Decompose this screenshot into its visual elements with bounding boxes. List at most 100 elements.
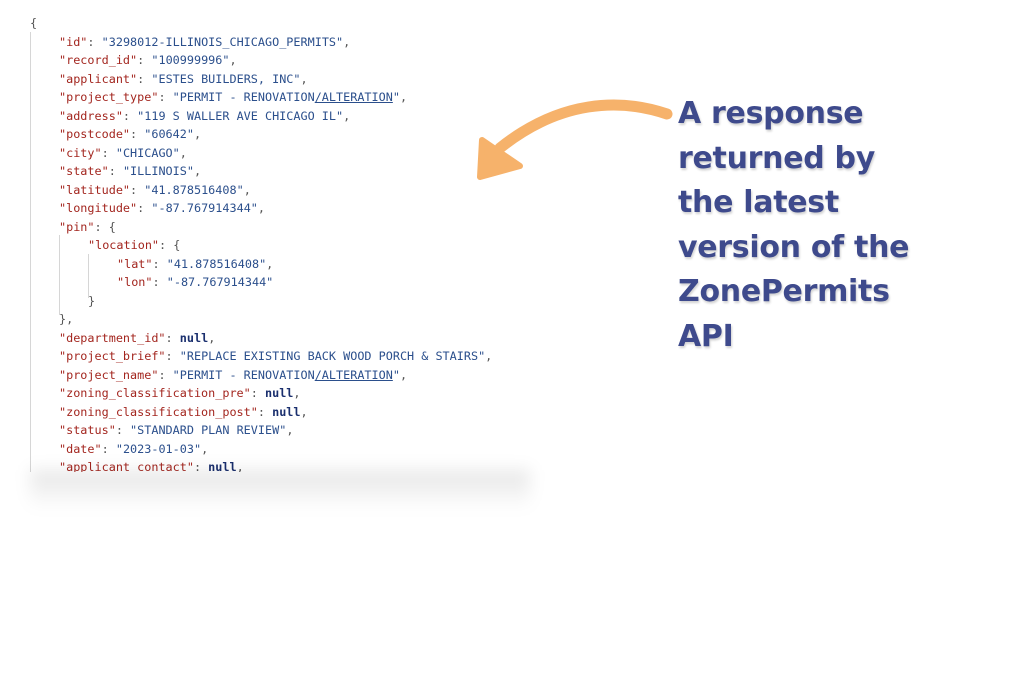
code-token: "department_id" (59, 330, 166, 345)
code-token: , (236, 460, 244, 472)
code-token: : (101, 145, 116, 160)
code-token: , (343, 108, 351, 123)
code-line: "location": { (22, 236, 532, 255)
code-token: } (88, 293, 96, 308)
code-line: "department_id": null, (22, 329, 532, 348)
code-token: "lat" (117, 256, 153, 271)
code-token: , (243, 182, 251, 197)
code-line: "latitude": "41.878516408", (22, 181, 532, 200)
code-token: "REPLACE EXISTING BACK WOOD PORCH & STAI… (179, 349, 486, 363)
code-token: , (179, 145, 187, 160)
code-line: "lat": "41.878516408", (22, 255, 532, 274)
code-line: { (22, 14, 532, 33)
code-token: , (300, 404, 308, 419)
code-token: "state" (59, 164, 109, 178)
code-line: "date": "2023-01-03", (22, 440, 532, 459)
code-token: , (229, 53, 237, 67)
code-token: : (152, 275, 167, 289)
json-response-panel: {"id": "3298012-ILLINOIS_CHICAGO_PERMITS… (22, 10, 532, 472)
caption-line: A response (678, 96, 864, 131)
code-token: "project_brief" (59, 349, 166, 363)
code-line: } (22, 292, 532, 311)
caption-text: A response returned by the latest versio… (678, 92, 1008, 359)
caption-line: version of the (678, 229, 910, 265)
code-line: "longitude": "-87.767914344", (22, 199, 532, 218)
code-token: "zoning_classification_post" (59, 404, 258, 419)
json-code-block: {"id": "3298012-ILLINOIS_CHICAGO_PERMITS… (22, 14, 532, 472)
code-token: , (300, 71, 308, 86)
code-line: "lon": "-87.767914344" (22, 273, 532, 292)
code-token: null (264, 386, 294, 400)
code-token: null (179, 330, 209, 345)
code-token: : (137, 53, 152, 67)
caption-line: ZonePermits (678, 274, 890, 309)
code-line: "address": "119 S WALLER AVE CHICAGO IL"… (22, 107, 532, 126)
code-token: : (87, 34, 102, 49)
code-token: : (158, 367, 173, 382)
code-line: "zoning_classification_post": null, (22, 403, 532, 422)
curved-arrow-icon (477, 99, 673, 180)
code-token: "date" (59, 441, 102, 456)
code-line: "id": "3298012-ILLINOIS_CHICAGO_PERMITS"… (22, 33, 532, 52)
code-token: null (208, 460, 237, 472)
code-token: "41.878516408" (166, 256, 267, 271)
code-token: "city" (59, 145, 102, 160)
code-token: , (286, 423, 294, 437)
code-line: "pin": { (22, 218, 532, 237)
code-token: , (266, 256, 274, 271)
code-token: "-87.767914344" (151, 201, 258, 215)
code-token: "ILLINOIS" (122, 164, 194, 178)
code-token: , (193, 127, 202, 141)
code-token: "lon" (117, 275, 153, 289)
code-token: : { (159, 238, 181, 252)
code-token: "zoning_classification_pre" (59, 386, 251, 400)
code-line: "project_brief": "REPLACE EXISTING BACK … (22, 347, 532, 366)
code-token: : (158, 90, 173, 104)
indent-guide (59, 235, 60, 315)
code-token: }, (59, 312, 74, 326)
code-token: , (193, 164, 202, 178)
code-token: : (137, 201, 152, 215)
indent-guide (30, 32, 31, 472)
code-line: "state": "ILLINOIS", (22, 162, 532, 181)
code-token: , (293, 386, 301, 400)
code-token: "PERMIT - RENOVATION (172, 367, 315, 382)
code-token: : (250, 386, 265, 400)
code-token: , (257, 201, 266, 215)
code-token: , (343, 34, 351, 49)
code-line: "city": "CHICAGO", (22, 144, 532, 163)
code-token: : (165, 349, 180, 363)
code-line: "project_name": "PERMIT - RENOVATION/ALT… (22, 366, 532, 385)
code-token: "applicant" (59, 71, 138, 86)
code-token: : (193, 460, 209, 472)
code-token: : (130, 127, 145, 141)
code-line: "zoning_classification_pre": null, (22, 384, 532, 403)
indent-guide (88, 254, 89, 298)
code-token: , (485, 349, 493, 363)
code-token: " (392, 367, 400, 382)
code-token: "41.878516408" (144, 182, 244, 197)
code-token: "STANDARD PLAN REVIEW" (130, 423, 287, 437)
code-token: , (208, 330, 216, 345)
code-token: : (115, 423, 131, 437)
caption-line: the latest (678, 185, 839, 220)
code-token: : (122, 108, 138, 123)
code-token: "CHICAGO" (115, 145, 180, 160)
code-token: " (392, 90, 400, 104)
code-token: , (201, 441, 209, 456)
code-token: /ALTERATION (314, 90, 393, 104)
code-token: "2023-01-03" (115, 441, 202, 456)
code-line: "record_id": "100999996", (22, 51, 532, 70)
code-token: "119 S WALLER AVE CHICAGO IL" (137, 108, 344, 123)
code-token: : (137, 71, 152, 86)
code-token: , (399, 367, 408, 382)
code-token: "latitude" (59, 182, 131, 197)
code-token: "postcode" (59, 127, 131, 141)
code-token: "location" (88, 238, 160, 252)
code-token: "3298012-ILLINOIS_CHICAGO_PERMITS" (101, 34, 344, 49)
caption-line: API (678, 318, 734, 354)
code-token: "100999996" (151, 53, 230, 67)
code-line: "status": "STANDARD PLAN REVIEW", (22, 421, 532, 440)
code-token: "applicant_contact" (59, 460, 194, 472)
code-token: : (101, 441, 116, 456)
